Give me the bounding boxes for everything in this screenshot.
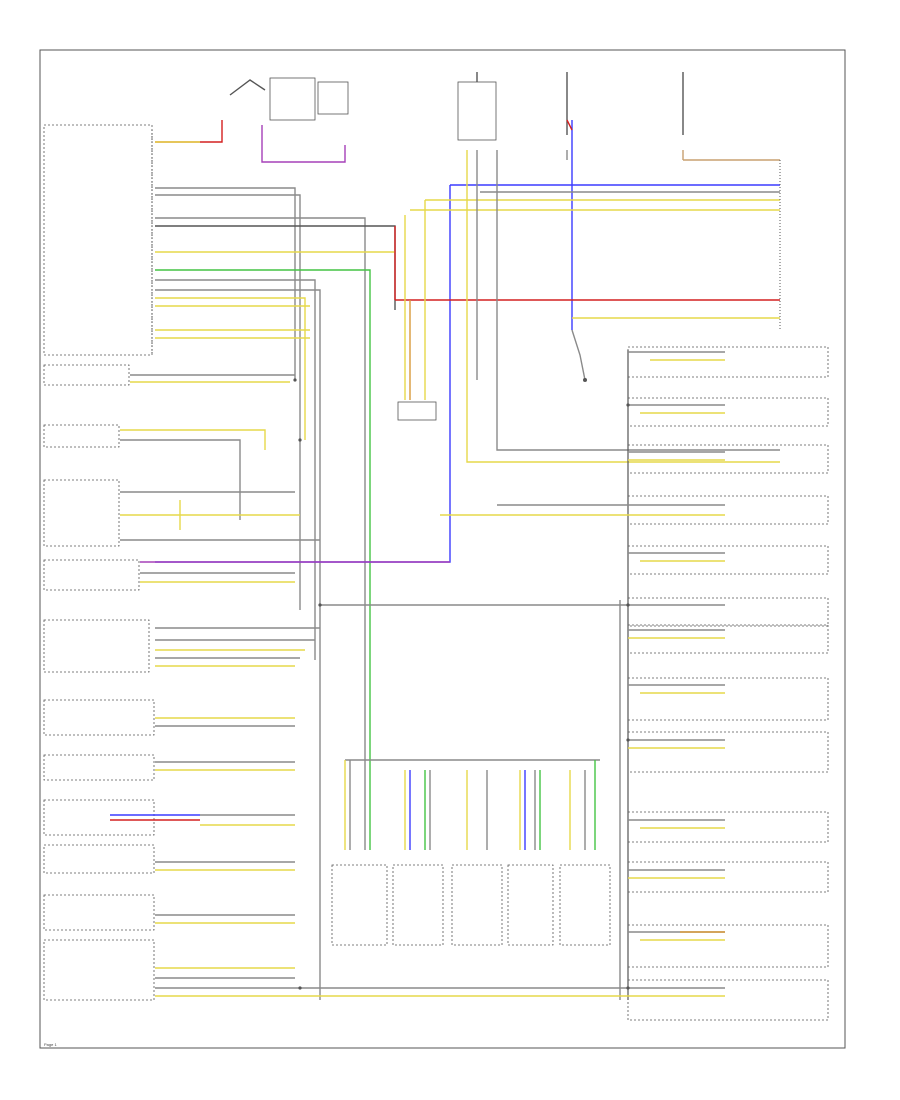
right-module-column — [627, 346, 829, 1021]
left-module-wires — [155, 187, 396, 1000]
pin-dots — [293, 378, 630, 990]
right-wire-stubs — [320, 351, 725, 1000]
left-control-unit — [43, 124, 153, 356]
left-lower-modules — [43, 364, 628, 1001]
horizontal-bus — [155, 184, 780, 563]
middle-vertical-wires — [397, 150, 780, 463]
bottom-connectors — [331, 759, 611, 946]
top-power-section — [155, 72, 780, 330]
diagram-frame — [39, 49, 846, 1049]
page-label: Page 1 — [44, 1042, 57, 1047]
